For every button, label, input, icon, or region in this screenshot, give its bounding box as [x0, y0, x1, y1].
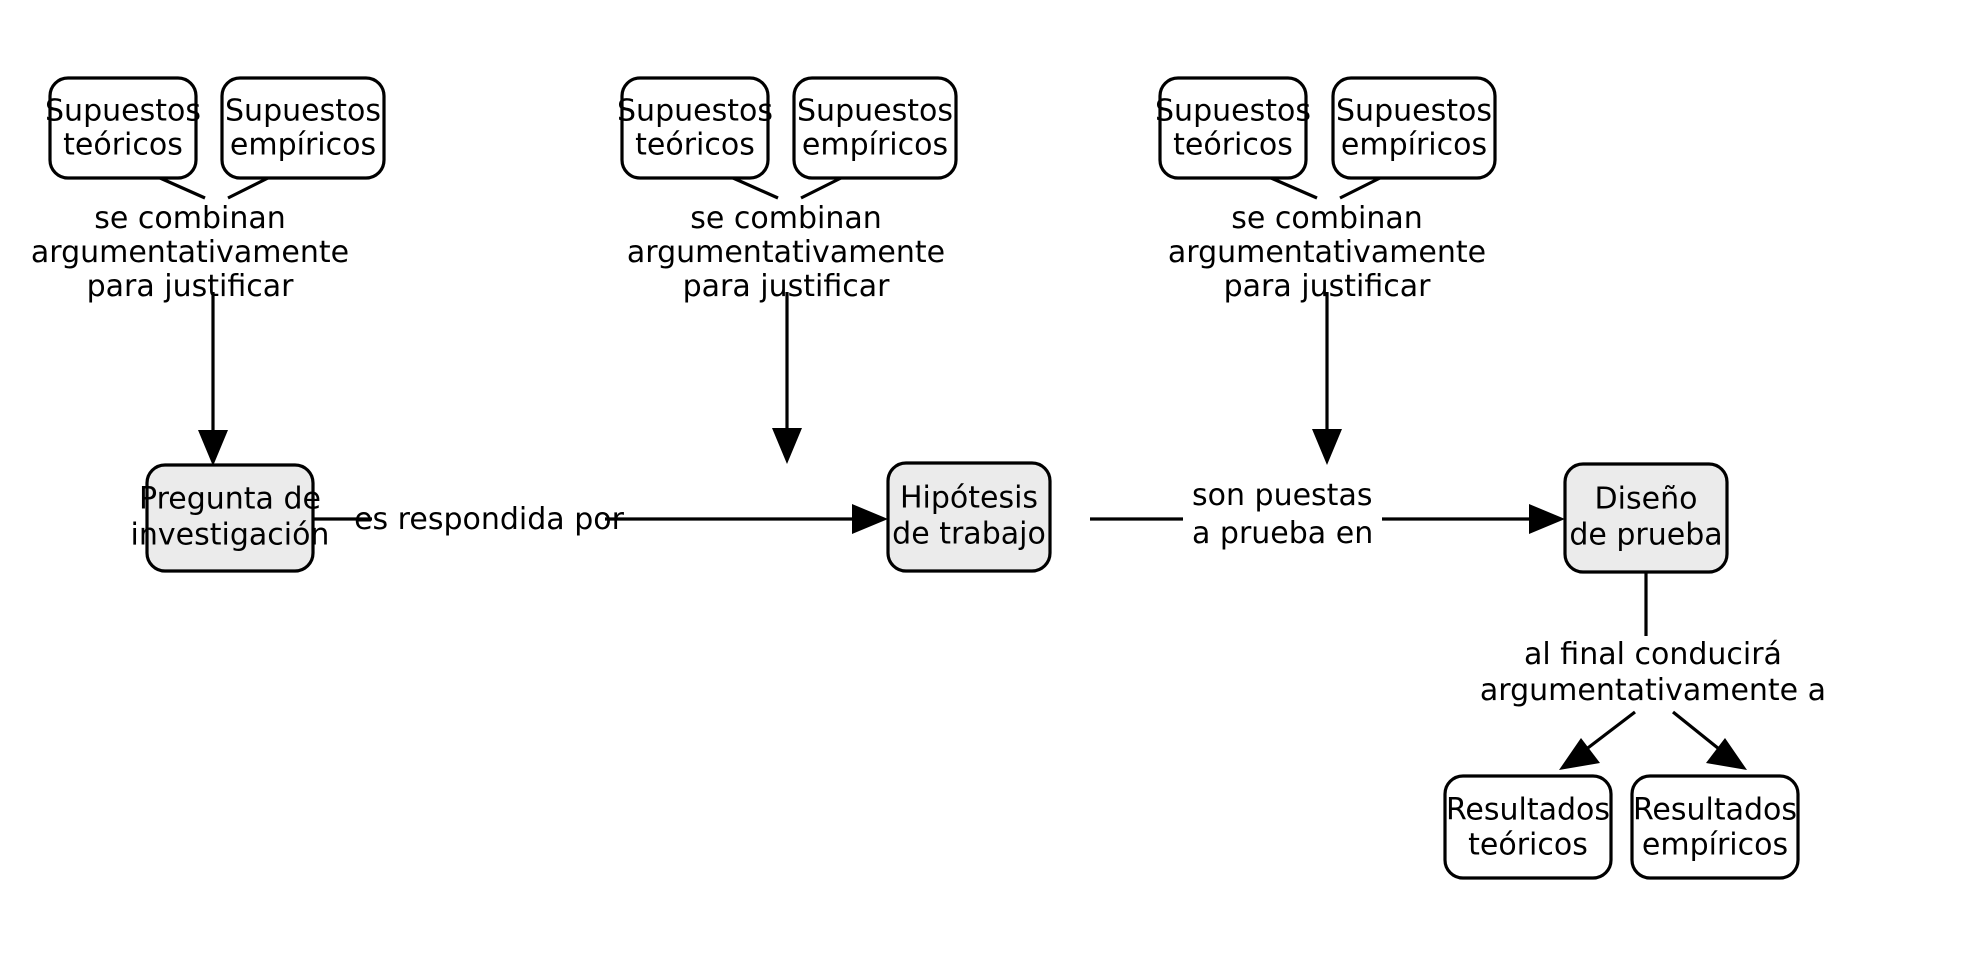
edge-label-line1: es respondida por — [354, 502, 625, 537]
edge-label-line1: se combinan — [1231, 201, 1422, 236]
edge-group-pregunta-to-hipotesis — [313, 504, 888, 534]
arrow-head-to-resultados-empiricos — [1706, 738, 1747, 770]
node-box[interactable] — [886, 461, 1052, 573]
node-resultados-teoricos[interactable]: Resultados teóricos — [1443, 774, 1613, 880]
node-box[interactable] — [220, 76, 386, 180]
edge-label-se-combinan-3: se combinan argumentativamente para just… — [1168, 201, 1486, 304]
node-label-line1: Supuestos — [1155, 94, 1311, 129]
edge-label-line3: para justificar — [683, 269, 891, 304]
edge-line-n4-to-junction-2 — [732, 176, 779, 200]
node-label-line2: de prueba — [1569, 518, 1722, 553]
node-label-line1: Supuestos — [225, 94, 381, 129]
edge-label-line2: a prueba en — [1192, 516, 1373, 551]
edge-group-hipotesis-to-diseno — [1090, 504, 1565, 534]
node-label-line2: de trabajo — [892, 517, 1046, 552]
node-label-line2: teóricos — [635, 128, 755, 163]
edge-label-se-combinan-2: se combinan argumentativamente para just… — [627, 201, 945, 304]
arrow-head-down-to-pregunta — [198, 430, 228, 466]
node-box[interactable] — [48, 76, 198, 180]
node-resultados-empiricos[interactable]: Resultados empíricos — [1630, 774, 1800, 880]
node-diseno-de-prueba[interactable]: Diseño de prueba — [1563, 462, 1729, 574]
edge-label-line1: al final conducirá — [1524, 637, 1782, 672]
node-supuestos-empiricos-2[interactable]: Supuestos empíricos — [792, 76, 958, 180]
node-supuestos-empiricos-3[interactable]: Supuestos empíricos — [1331, 76, 1497, 180]
edge-group-column-2 — [732, 176, 842, 464]
node-label-line1: Resultados — [1446, 793, 1610, 828]
node-box[interactable] — [792, 76, 958, 180]
node-label-line1: Supuestos — [617, 94, 773, 129]
node-box[interactable] — [145, 463, 315, 573]
edge-label-line2: argumentativamente — [1168, 235, 1486, 270]
edge-label-line2: argumentativamente — [627, 235, 945, 270]
edge-line-n5-to-junction-2 — [800, 176, 842, 200]
edge-group-column-1 — [159, 176, 269, 466]
node-label-line2: investigación — [131, 518, 330, 553]
edge-label-line3: para justificar — [87, 269, 295, 304]
node-box[interactable] — [1158, 76, 1308, 180]
edge-label-line2: argumentativamente a — [1480, 673, 1826, 708]
node-label-line1: Diseño — [1595, 482, 1698, 517]
node-box[interactable] — [1630, 774, 1800, 880]
node-label-line2: teóricos — [1468, 828, 1588, 863]
node-label-line1: Supuestos — [1336, 94, 1492, 129]
node-label-line1: Resultados — [1633, 793, 1797, 828]
edge-label-line3: para justificar — [1224, 269, 1432, 304]
arrow-head-down-to-hipotesis — [772, 428, 802, 464]
edge-label-line2: argumentativamente — [31, 235, 349, 270]
node-pregunta-de-investigacion[interactable]: Pregunta de investigación — [131, 463, 330, 573]
node-box[interactable] — [1443, 774, 1613, 880]
arrow-head-right-to-hipotesis — [852, 504, 888, 534]
node-hipotesis-de-trabajo[interactable]: Hipótesis de trabajo — [886, 461, 1052, 573]
edge-line-n7-to-junction-3 — [1270, 176, 1318, 200]
node-label-line2: empíricos — [230, 128, 376, 163]
node-label-line1: Pregunta de — [139, 482, 321, 517]
node-supuestos-teoricos-3[interactable]: Supuestos teóricos — [1155, 76, 1311, 180]
node-supuestos-teoricos-2[interactable]: Supuestos teóricos — [617, 76, 773, 180]
node-label-line2: empíricos — [802, 128, 948, 163]
edge-label-son-puestas-a-prueba-en: son puestas a prueba en — [1192, 478, 1373, 551]
node-label-line2: teóricos — [1173, 128, 1293, 163]
node-label-line2: teóricos — [63, 128, 183, 163]
node-box[interactable] — [1331, 76, 1497, 180]
node-box[interactable] — [620, 76, 770, 180]
edge-group-diseno-to-resultados — [1559, 572, 1747, 770]
edge-group-column-3 — [1270, 176, 1381, 465]
node-label-line1: Hipótesis — [900, 481, 1038, 516]
node-label-line2: empíricos — [1642, 828, 1788, 863]
edge-line-n1-to-junction-1 — [159, 176, 206, 200]
arrow-head-to-resultados-teoricos — [1559, 738, 1600, 770]
arrow-head-right-to-diseno — [1529, 504, 1565, 534]
node-supuestos-teoricos-1[interactable]: Supuestos teóricos — [45, 76, 201, 180]
node-box[interactable] — [1563, 462, 1729, 574]
edge-label-al-final-conducira: al final conducirá argumentativamente a — [1480, 637, 1826, 708]
node-supuestos-empiricos-1[interactable]: Supuestos empíricos — [220, 76, 386, 180]
node-label-line1: Supuestos — [45, 94, 201, 129]
node-label-line1: Supuestos — [797, 94, 953, 129]
edge-line-n2-to-junction-1 — [227, 176, 269, 200]
arrow-head-down-to-diseno — [1312, 429, 1342, 465]
edge-label-es-respondida-por: es respondida por — [354, 502, 625, 537]
edge-label-se-combinan-1: se combinan argumentativamente para just… — [31, 201, 349, 304]
edge-label-line1: se combinan — [690, 201, 881, 236]
edge-label-line1: se combinan — [94, 201, 285, 236]
node-label-line2: empíricos — [1341, 128, 1487, 163]
edge-line-n8-to-junction-3 — [1339, 176, 1381, 200]
edge-label-line1: son puestas — [1192, 478, 1372, 513]
